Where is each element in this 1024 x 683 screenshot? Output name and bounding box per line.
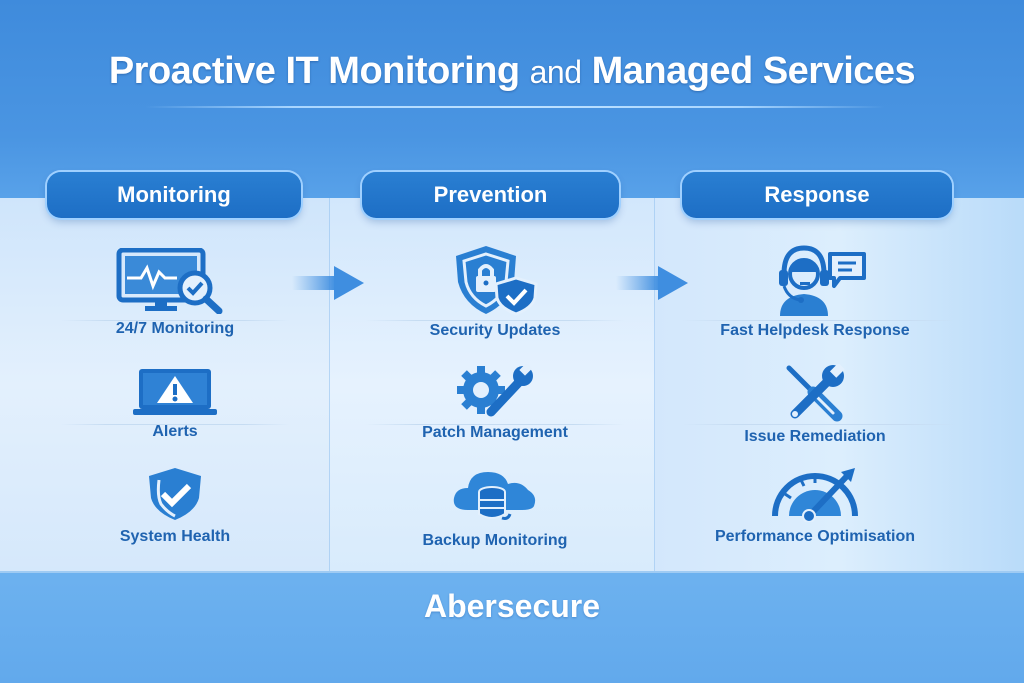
item-label: 24/7 Monitoring (115, 320, 235, 337)
headset-agent-chat-icon (779, 245, 866, 316)
divider (60, 424, 290, 425)
page-title: Proactive IT Monitoring and Managed Serv… (0, 50, 1024, 93)
item-label: Alerts (152, 423, 198, 440)
item-patch-management: Patch Management (380, 364, 610, 442)
item-system-health: System Health (60, 466, 290, 546)
shield-check-icon (149, 468, 201, 520)
header-response: Response (682, 172, 952, 218)
divider (60, 320, 290, 321)
item-alerts: Alerts (60, 369, 290, 441)
item-label: Issue Remediation (744, 428, 886, 445)
title-text-2: and (529, 54, 582, 90)
item-issue-remediation: Issue Remediation (700, 364, 930, 446)
item-security-updates: Security Updates (380, 244, 610, 340)
divider (365, 320, 625, 321)
screwdriver-wrench-icon (786, 364, 845, 422)
title-text-1: Proactive IT Monitoring (108, 50, 530, 92)
divider (680, 320, 960, 321)
arrow-right-icon (292, 266, 364, 300)
speedometer-arrow-icon (772, 468, 858, 522)
item-label: Backup Monitoring (422, 532, 568, 549)
item-24-7-monitoring: 24/7 Monitoring (60, 248, 290, 338)
header-monitoring: Monitoring (47, 172, 301, 218)
item-label: Fast Helpdesk Response (720, 322, 910, 339)
header-prevention: Prevention (362, 172, 619, 218)
divider (680, 424, 960, 425)
footer-divider (0, 571, 1024, 573)
item-label: Performance Optimisation (714, 528, 916, 545)
shield-lock-check-icon (456, 246, 538, 316)
monitor-magnifier-check-icon (116, 248, 223, 314)
item-label: Patch Management (422, 424, 568, 441)
laptop-warning-icon (133, 369, 217, 415)
cloud-database-icon (453, 472, 536, 520)
item-backup-monitoring: Backup Monitoring (380, 466, 610, 550)
title-text-3: Managed Services (581, 50, 916, 92)
title-underline (145, 106, 885, 108)
item-label: System Health (119, 528, 231, 545)
item-fast-helpdesk-response: Fast Helpdesk Response (700, 244, 930, 340)
divider (365, 424, 625, 425)
gear-wrench-icon (457, 364, 533, 417)
arrow-right-icon (616, 266, 688, 300)
item-label: Security Updates (429, 322, 561, 339)
item-performance-optimisation: Performance Optimisation (700, 466, 930, 546)
brand-name: Abersecure (423, 588, 601, 624)
